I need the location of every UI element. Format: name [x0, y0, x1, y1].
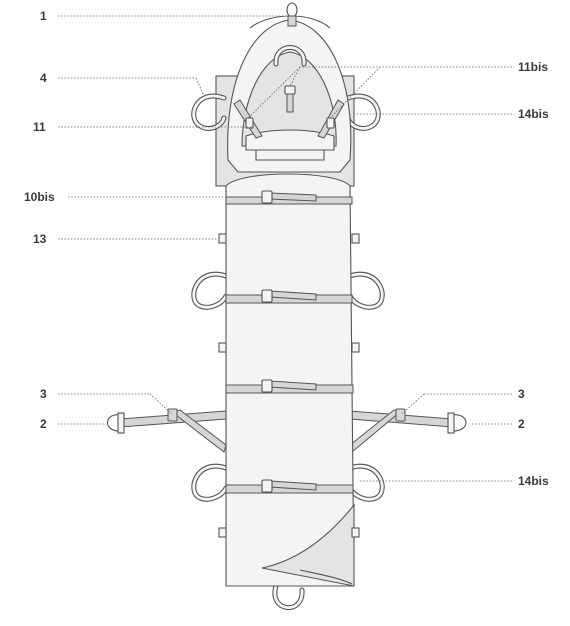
callout-10bis: 10bis: [24, 190, 55, 204]
head-section: [227, 15, 352, 173]
callout-3-left: 3: [40, 387, 47, 401]
callout-11: 11: [33, 120, 46, 134]
callout-1: 1: [40, 9, 47, 23]
lower-side-handles: [191, 463, 385, 502]
middle-side-handles: [191, 271, 385, 310]
callout-4: 4: [40, 71, 47, 85]
callout-3-right: 3: [518, 387, 525, 401]
upper-side-handles: [191, 93, 381, 131]
top-ring: [286, 2, 298, 27]
side-tabs: [218, 233, 360, 538]
right-side-strap: [349, 408, 467, 453]
leader-lines: [58, 15, 512, 482]
callout-13: 13: [33, 232, 47, 246]
left-side-strap: [106, 408, 227, 453]
cross-straps: [225, 190, 354, 494]
callout-2-right: 2: [518, 417, 525, 431]
callout-2-left: 2: [40, 417, 47, 431]
stretcher-body: [225, 173, 355, 587]
callout-14bis-top: 14bis: [518, 107, 549, 121]
bottom-fold: [261, 503, 355, 587]
callout-14bis-bottom: 14bis: [518, 474, 549, 488]
callout-11bis: 11bis: [518, 60, 549, 74]
